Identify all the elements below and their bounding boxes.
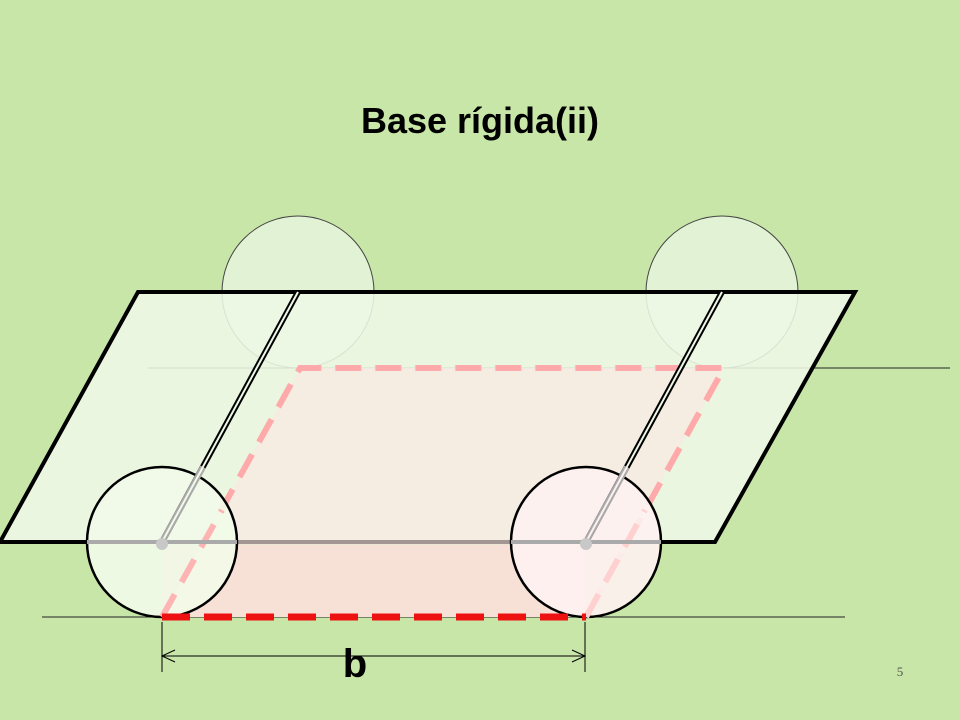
page-number: 5 — [896, 664, 904, 679]
dashed-left-over-circle — [159, 508, 225, 619]
right-hinge-dot — [580, 538, 592, 550]
dimension-arrow-right — [571, 649, 587, 663]
dimension-label: b — [342, 642, 368, 686]
left-column-grey-inner — [161, 466, 204, 543]
slide-title: Base rígida(ii) — [360, 100, 600, 141]
dashed-right-over-circle — [583, 508, 648, 619]
deformed-frame-dashed-outline — [159, 365, 730, 619]
left-hinge-dot — [156, 538, 168, 550]
right-column-grey-inner — [585, 466, 628, 543]
dimension-arrow-left — [160, 649, 176, 663]
